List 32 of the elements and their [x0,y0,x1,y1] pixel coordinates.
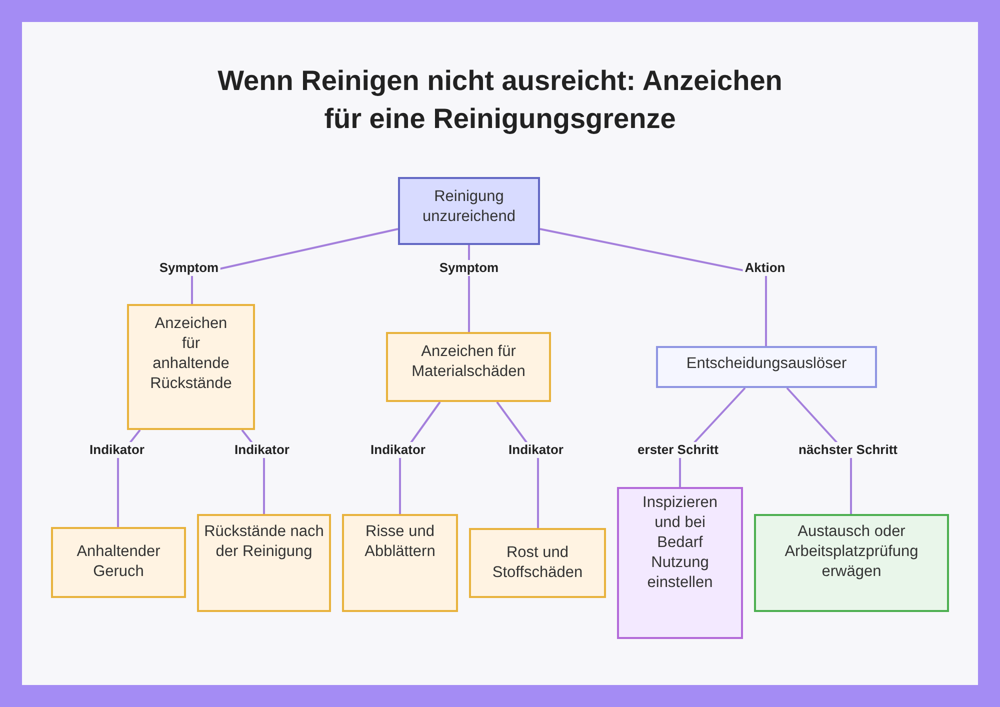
node-box [197,514,331,612]
connector-line [191,228,398,304]
node-box [398,177,540,245]
edge-label: Symptom [437,260,501,276]
node-text: Reinigung unzureichend [421,187,517,227]
node-box [342,514,458,612]
node-text: Inspizieren und bei Bedarf Nutzung einstellen [642,493,718,593]
edge-label: Aktion [742,260,788,276]
node-box [617,487,743,639]
edge-label: Symptom [157,260,221,276]
node-box [469,528,606,598]
edge-label: Indikator [506,442,566,458]
node-box [656,346,877,388]
node-box [127,304,255,430]
diagram-title: Wenn Reinigen nicht ausreicht: Anzeichen für eine Reinigungsgrenze [216,64,784,136]
node-text: Austausch oder Arbeitsplatzprüfung erwägen [784,522,920,582]
node-text: Rost und Stoffschäden [491,543,584,583]
edge-label: erster Schritt [636,442,720,458]
edge-label: Indikator [232,442,292,458]
node-text: Entscheidungsauslöser [686,354,847,374]
node-text: Anhaltender Geruch [76,542,162,582]
node-box [386,332,551,402]
node-box [754,514,949,612]
node-text: Anzeichen für anhaltende Rückstände [149,314,233,394]
node-text: Rückstände nach der Reinigung [203,522,325,562]
connector-line [540,228,767,346]
edge-label: Indikator [368,442,428,458]
node-text: Risse und Abblättern [364,522,436,562]
edge-label: Indikator [88,442,146,458]
node-box [51,527,186,598]
node-text: Anzeichen für Materialschäden [410,342,526,382]
edge-label: nächster Schritt [796,442,900,458]
